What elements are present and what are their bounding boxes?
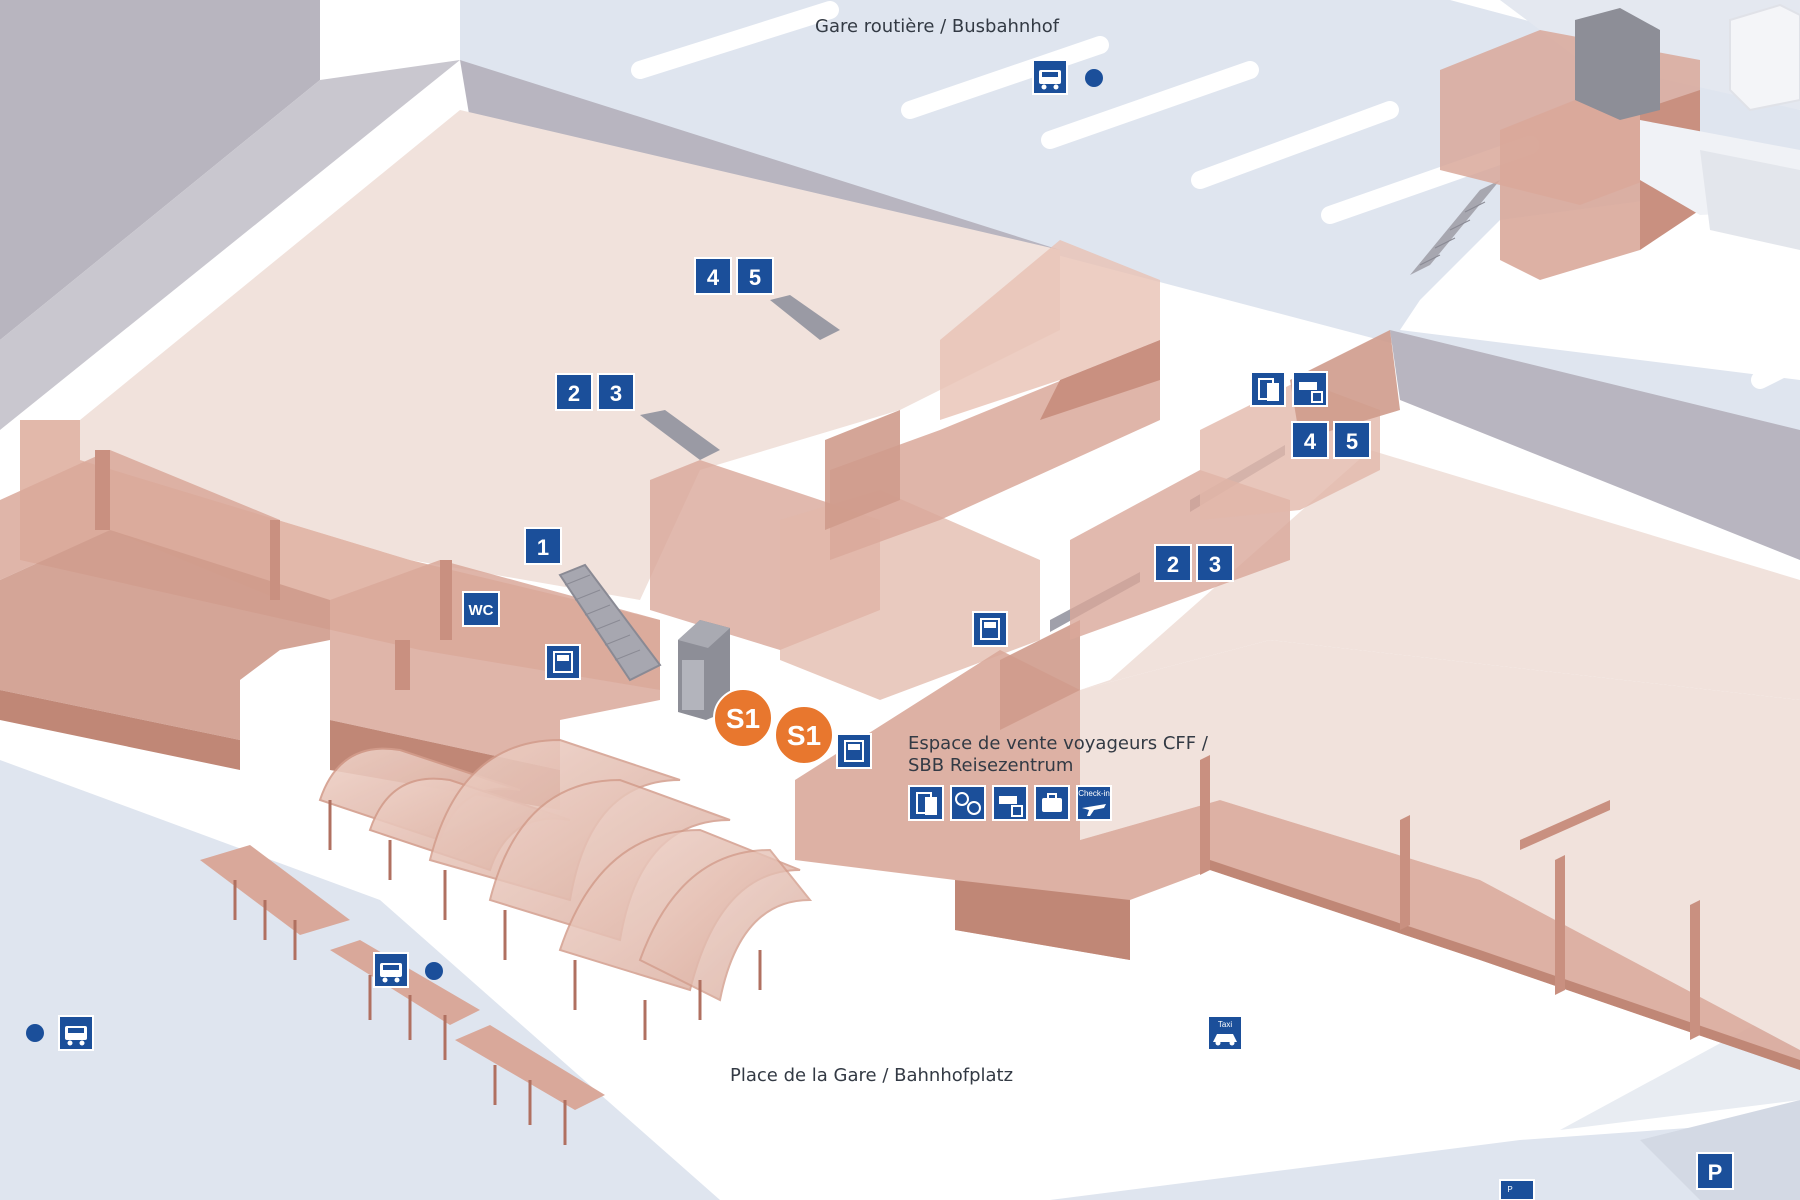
- station-square-label: Place de la Gare / Bahnhofplatz: [730, 1065, 1013, 1086]
- timetable-icon[interactable]: [1250, 371, 1286, 407]
- svg-text:S1: S1: [726, 703, 760, 734]
- shelters: [318, 738, 813, 1040]
- ticket-machine-icon[interactable]: [545, 644, 581, 680]
- travel-centre-label-line1: Espace de vente voyageurs CFF /: [908, 733, 1209, 754]
- east-building: [795, 330, 1800, 1070]
- luggage-icon[interactable]: [1034, 785, 1070, 821]
- bike-parking-icon[interactable]: P: [1499, 1179, 1535, 1200]
- northeast-block: [1440, 3, 1800, 280]
- s1-line-badge[interactable]: S1: [713, 688, 773, 748]
- s1-line-badge[interactable]: S1: [774, 705, 834, 765]
- bus-icon[interactable]: [1032, 59, 1068, 95]
- timetable-icon[interactable]: [908, 785, 944, 821]
- svg-text:2: 2: [568, 381, 580, 406]
- ticket-counter-icon[interactable]: [992, 785, 1028, 821]
- ticket-machine-icon[interactable]: [836, 733, 872, 769]
- elevator: [678, 620, 730, 720]
- svg-text:5: 5: [1346, 429, 1358, 454]
- svg-text:S1: S1: [787, 720, 821, 751]
- parking-icon[interactable]: P: [1696, 1152, 1734, 1190]
- svg-text:P: P: [1507, 1185, 1512, 1194]
- svg-text:1: 1: [537, 535, 549, 560]
- platform-sign-2-3-west[interactable]: 2 3: [555, 373, 635, 411]
- bus-stop-dot: [1085, 69, 1103, 87]
- platform-sign-1[interactable]: 1: [524, 527, 562, 565]
- svg-text:Taxi: Taxi: [1218, 1020, 1232, 1029]
- svg-text:Check-in: Check-in: [1078, 789, 1110, 798]
- svg-text:4: 4: [1304, 429, 1317, 454]
- west-upper-blocks: [650, 240, 1160, 700]
- bus-station-label: Gare routière / Busbahnhof: [815, 16, 1060, 37]
- svg-text:WC: WC: [469, 602, 494, 619]
- svg-text:3: 3: [610, 381, 622, 406]
- right-wall: [1390, 330, 1800, 560]
- platform-sign-4-5-east[interactable]: 4 5: [1291, 421, 1371, 459]
- flight-checkin-icon[interactable]: Check-in: [1076, 785, 1112, 821]
- travel-centre-label-line2: SBB Reisezentrum: [908, 755, 1073, 776]
- bus-stop-dot: [425, 962, 443, 980]
- taxi-icon[interactable]: Taxi: [1207, 1015, 1243, 1051]
- svg-text:4: 4: [707, 265, 720, 290]
- bus-stop-dot: [26, 1024, 44, 1042]
- currency-exchange-icon[interactable]: [950, 785, 986, 821]
- platform-sign-4-5-west[interactable]: 4 5: [694, 257, 774, 295]
- wc-icon[interactable]: WC: [462, 591, 500, 627]
- ticket-counter-icon[interactable]: [1292, 371, 1328, 407]
- svg-text:2: 2: [1167, 552, 1179, 577]
- svg-text:5: 5: [749, 265, 761, 290]
- platform-sign-2-3-east[interactable]: 2 3: [1154, 544, 1234, 582]
- ticket-machine-icon[interactable]: [972, 611, 1008, 647]
- svg-text:3: 3: [1209, 552, 1221, 577]
- travel-centre-services: Check-in: [908, 785, 1112, 821]
- svg-text:P: P: [1708, 1160, 1723, 1185]
- bus-icon[interactable]: [58, 1015, 94, 1051]
- bus-icon[interactable]: [373, 952, 409, 988]
